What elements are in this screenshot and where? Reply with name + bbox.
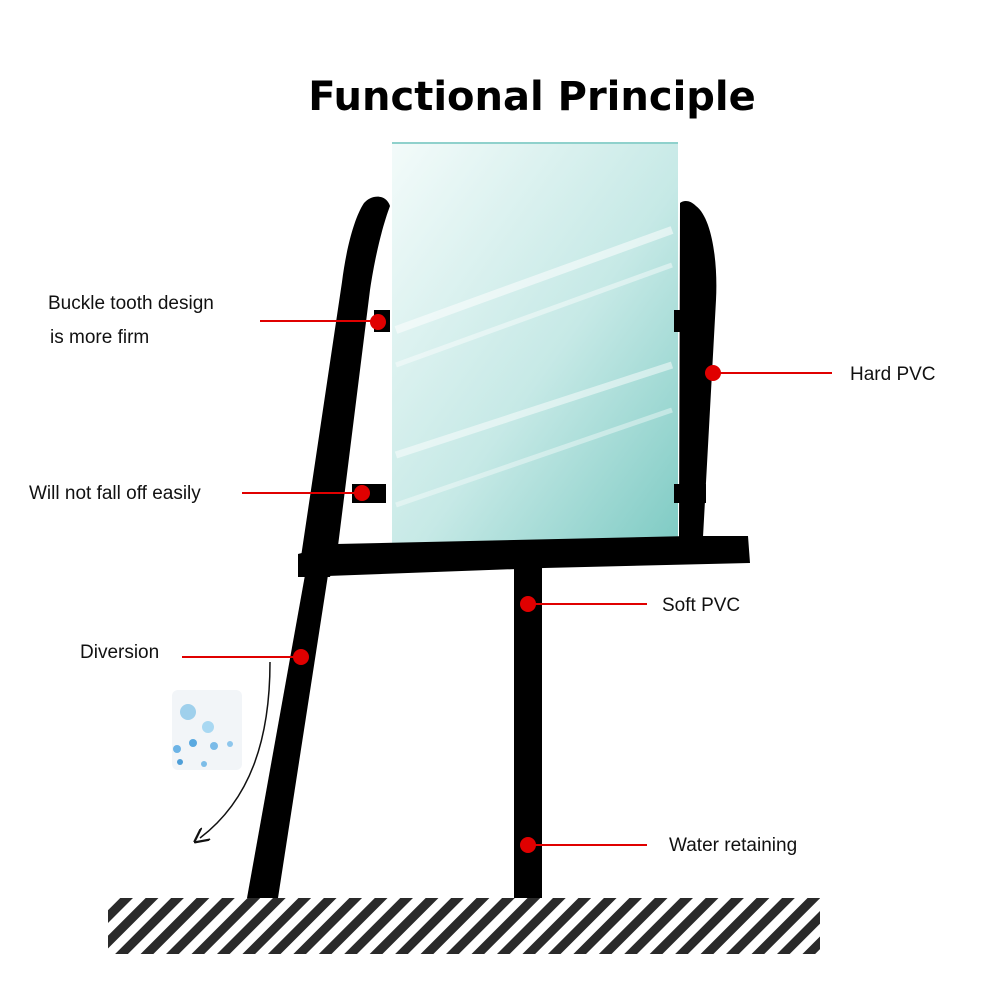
callout-hard-pvc: Hard PVC — [705, 364, 936, 385]
label-diversion: Diversion — [80, 642, 159, 663]
tooth-right-lower — [674, 484, 706, 503]
page-title: Functional Principle — [308, 74, 756, 120]
base-bar — [298, 536, 750, 577]
right-arm — [679, 201, 717, 538]
callout-buckle: Buckle tooth design is more firm — [48, 293, 386, 348]
floor-hatch — [108, 898, 820, 954]
left-arm — [298, 196, 390, 577]
label-hard-pvc: Hard PVC — [850, 364, 936, 385]
glass-panel — [392, 142, 678, 543]
label-buckle-line1: Buckle tooth design — [48, 293, 214, 314]
label-buckle-line2: is more firm — [50, 327, 149, 348]
diversion-leg — [247, 575, 328, 898]
callout-no-fall: Will not fall off easily — [29, 483, 370, 504]
tooth-right-upper — [674, 310, 690, 332]
callout-soft-pvc: Soft PVC — [520, 595, 740, 616]
callout-diversion: Diversion — [80, 642, 309, 665]
diversion-arrow — [200, 661, 271, 838]
callout-water-retaining: Water retaining — [520, 835, 797, 856]
water-droplets — [172, 690, 242, 770]
label-no-fall: Will not fall off easily — [29, 483, 201, 504]
label-water-retaining: Water retaining — [669, 835, 797, 856]
label-soft-pvc: Soft PVC — [662, 595, 740, 616]
